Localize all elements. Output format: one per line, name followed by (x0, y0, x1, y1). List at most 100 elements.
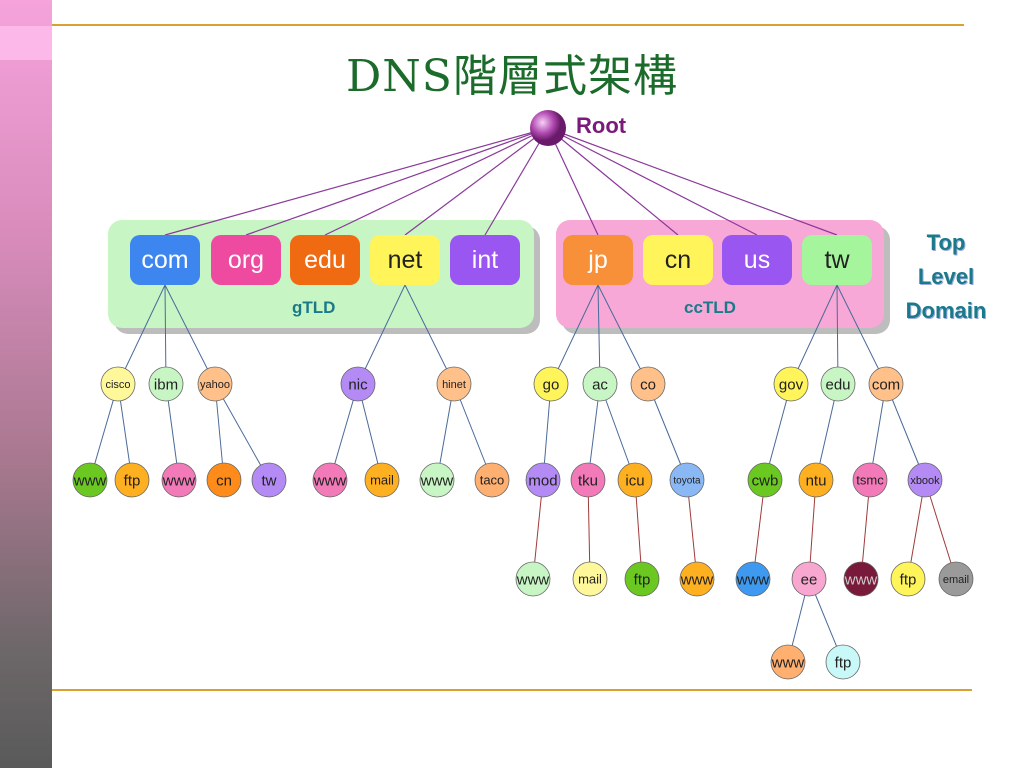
level2-node-3 (340, 366, 376, 402)
level4-node-7 (890, 561, 926, 597)
level3-node-16 (907, 462, 943, 498)
tld-link-0 (117, 284, 166, 385)
level3-label-5: www (313, 472, 347, 489)
level3-label-3: cn (216, 472, 232, 489)
tld-link-2 (164, 284, 216, 385)
level3-label-15: tsmc (856, 473, 884, 488)
level3-label-13: cwb (752, 472, 779, 489)
root-link-1 (245, 127, 549, 236)
level2-node-5 (533, 366, 569, 402)
level2-label-0: cisco (105, 379, 130, 391)
level3-node-0 (72, 462, 108, 498)
level4-node-2 (624, 561, 660, 597)
tld-link-7 (597, 284, 649, 385)
level3-label-6: mail (370, 473, 394, 488)
level3-node-5 (312, 462, 348, 498)
level3-node-10 (570, 462, 606, 498)
level2-node-1 (148, 366, 184, 402)
level3-node-4 (251, 462, 287, 498)
level5-label-1: ftp (835, 654, 852, 671)
cctld-label: ccTLD (684, 298, 736, 317)
level3-node-15 (852, 462, 888, 498)
level3-node-9 (525, 462, 561, 498)
level4-label-5: ee (801, 571, 818, 588)
level5-node-1 (825, 644, 861, 680)
level4-node-8 (938, 561, 974, 597)
level4-label-7: ftp (900, 571, 917, 588)
level2-node-2 (197, 366, 233, 402)
root-node (530, 110, 566, 146)
level3-node-2 (161, 462, 197, 498)
root-link-8 (547, 127, 838, 236)
level3-link-4 (214, 383, 270, 481)
root-link-0 (164, 127, 549, 236)
level2-node-10 (868, 366, 904, 402)
level3-label-8: taco (480, 473, 505, 488)
tld-us: us (722, 235, 792, 285)
root-link-2 (324, 127, 549, 236)
level3-label-10: tku (578, 472, 598, 489)
level3-node-7 (419, 462, 455, 498)
level4-label-0: www (516, 571, 550, 588)
level4-label-2: ftp (634, 571, 651, 588)
level3-label-4: tw (262, 472, 277, 489)
level4-node-1 (572, 561, 608, 597)
bottom-rule (52, 689, 972, 691)
level3-label-7: www (420, 472, 454, 489)
level2-node-7 (630, 366, 666, 402)
level3-node-11 (617, 462, 653, 498)
level4-label-4: www (736, 571, 770, 588)
level2-node-4 (436, 366, 472, 402)
tld-cn: cn (643, 235, 713, 285)
tld-net: net (370, 235, 440, 285)
level2-label-4: hinet (442, 379, 466, 391)
level2-node-8 (773, 366, 809, 402)
level5-node-0 (770, 644, 806, 680)
level3-node-13 (747, 462, 783, 498)
root-link-4 (484, 127, 549, 236)
root-label: Root (576, 113, 627, 138)
tld-link-8 (790, 284, 838, 385)
level4-label-1: mail (578, 572, 602, 587)
slide-title: DNS階層式架構 (346, 51, 678, 102)
tld-jp: jp (563, 235, 633, 285)
tld-tw: tw (802, 235, 872, 285)
tld-int: int (450, 235, 520, 285)
level3-label-14: ntu (806, 472, 827, 489)
level2-label-6: ac (592, 376, 608, 393)
level4-label-3: www (680, 571, 714, 588)
level3-label-1: ftp (124, 472, 141, 489)
top-rule (52, 24, 964, 26)
tld-link-10 (836, 284, 887, 385)
tld-org: org (211, 235, 281, 285)
tld-link-5 (550, 284, 599, 385)
level5-label-0: www (771, 654, 805, 671)
decorative-side-accent (0, 26, 52, 60)
level2-node-9 (820, 366, 856, 402)
level2-label-1: ibm (154, 376, 178, 393)
level2-node-0 (100, 366, 136, 402)
level3-label-2: www (162, 472, 196, 489)
decorative-side-bar (0, 0, 52, 768)
root-link-5 (547, 127, 599, 236)
tld-side-line1: Top (926, 230, 966, 255)
level3-label-0: www (73, 472, 107, 489)
root-link-6 (547, 127, 679, 236)
level3-node-6 (364, 462, 400, 498)
level3-label-12: toyota (673, 476, 701, 487)
root-link-7 (547, 127, 758, 236)
level3-label-11: icu (625, 472, 644, 489)
tld-edu: edu (290, 235, 360, 285)
level2-label-7: co (640, 376, 656, 393)
level2-label-8: gov (779, 376, 804, 393)
level3-node-12 (669, 462, 705, 498)
root-link-3 (404, 127, 549, 236)
level2-label-5: go (543, 376, 560, 393)
tld-side-line2: Level (917, 264, 975, 289)
level3-node-3 (206, 462, 242, 498)
tld-side-line3: Domain (905, 298, 987, 323)
level4-node-3 (679, 561, 715, 597)
level4-node-6 (843, 561, 879, 597)
tld-link-3 (357, 284, 406, 385)
